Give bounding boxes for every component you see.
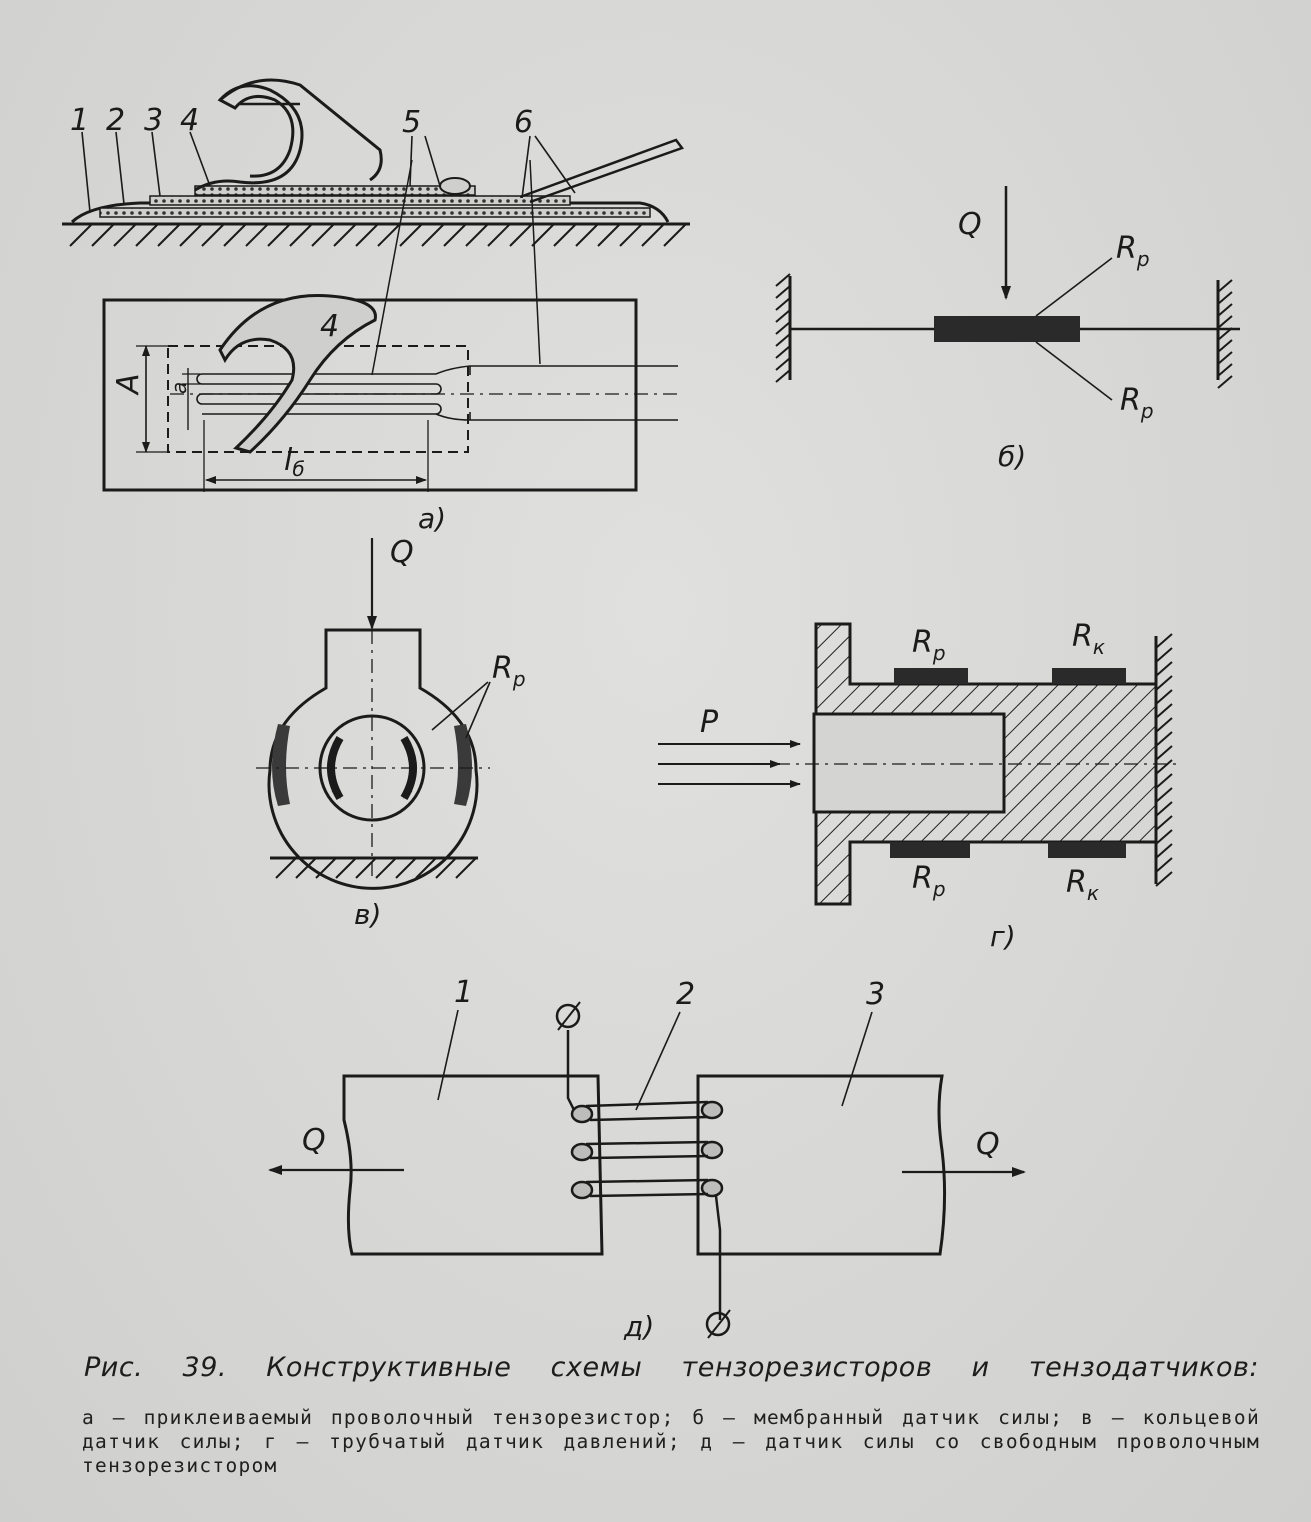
- part-label-4: 4: [180, 103, 199, 138]
- panel-g-rk-top: Rк: [1072, 619, 1105, 659]
- panel-g-pressure-label: P: [700, 705, 719, 740]
- panel-d-part-label-2: 2: [676, 977, 695, 1012]
- panel-g-tubular-pressure-sensor: P Rр Rк Rр Rк г): [658, 619, 1180, 953]
- dimension-base-length: lб: [284, 443, 305, 481]
- panel-a-section-view: [62, 78, 690, 247]
- panel-a-plan-view: [102, 159, 680, 492]
- part-label-1: 1: [70, 103, 89, 138]
- panel-b-label: б): [998, 440, 1026, 473]
- plan-cover-label: 4: [320, 309, 339, 344]
- panel-g-rp-top: Rр: [912, 625, 946, 665]
- part-label-6: 6: [514, 105, 533, 140]
- panel-g-label: г): [990, 920, 1016, 953]
- panel-b-membrane-sensor: Q Rр Rр б): [775, 186, 1240, 473]
- panel-d-part-label-3: 3: [866, 977, 885, 1012]
- panel-d-force-right: Q: [976, 1127, 1000, 1162]
- panel-b-resistor-top: Rр: [1116, 231, 1150, 271]
- figure-caption: Рис. 39. Конструктивные схемы тензорезис…: [84, 1352, 1259, 1383]
- part-label-2: 2: [106, 103, 125, 138]
- panel-a-labels: 1 2 3 4 5 6 4 A a lб а): [70, 103, 533, 535]
- dimension-a-large: A: [111, 373, 146, 396]
- panel-b-resistor-bottom: Rр: [1120, 383, 1154, 423]
- panel-g-rk-bottom: Rк: [1066, 865, 1099, 905]
- panel-d-free-wire-sensor: 1 2 3 Q Q д): [268, 975, 1026, 1343]
- panel-v-label: в): [354, 898, 381, 931]
- figure-legend: а — приклеиваемый проволочный тензорезис…: [82, 1406, 1260, 1477]
- part-label-5: 5: [402, 105, 421, 140]
- panel-v-ring-sensor: Q Rр в): [256, 535, 526, 931]
- panel-b-force-label: Q: [958, 207, 982, 242]
- figure-39: 1 2 3 4 5 6 4 A a lб а): [62, 78, 1240, 1343]
- dimension-a-small: a: [167, 382, 191, 394]
- panel-a-label: а): [418, 502, 446, 535]
- panel-g-rp-bottom: Rр: [912, 861, 946, 901]
- panel-v-resistor-label: Rр: [492, 651, 526, 691]
- panel-v-force-label: Q: [390, 535, 414, 570]
- panel-d-part-label-1: 1: [454, 975, 473, 1010]
- part-label-3: 3: [144, 103, 163, 138]
- panel-d-force-left: Q: [302, 1123, 326, 1158]
- panel-d-label: д): [623, 1310, 654, 1343]
